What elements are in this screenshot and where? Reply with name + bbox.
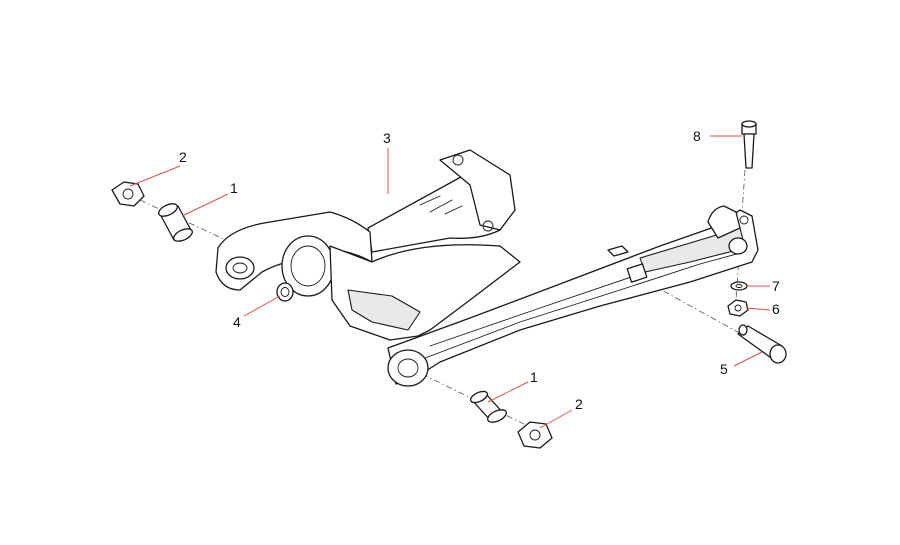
nut-lower-bore [529, 429, 541, 441]
left-pivot-eye [225, 256, 255, 280]
right-arm-ridge [419, 251, 745, 361]
bushing-upper [158, 203, 193, 242]
nut-lower [517, 421, 553, 449]
nut-small-bore [734, 304, 742, 312]
nut-small-body [727, 299, 749, 317]
callout-1b: 1 [530, 369, 538, 385]
callout-5: 5 [720, 361, 728, 377]
chain-guide-tab [607, 245, 629, 257]
leader-2a [129, 165, 181, 187]
callout-2a: 2 [179, 149, 187, 165]
right-pivot-eye [387, 349, 429, 387]
bushing-upper-end [158, 203, 178, 217]
leader-1a [181, 193, 229, 217]
cross-tube-hatching [419, 195, 463, 215]
washer-small [730, 281, 748, 291]
washer-left-bore [280, 287, 290, 297]
bushing-lower [469, 390, 507, 423]
bushing-lower-end [469, 390, 489, 404]
leader-4 [243, 295, 281, 317]
callout-leaders [129, 135, 771, 429]
callout-8: 8 [693, 128, 701, 144]
rear-mount-lug [707, 205, 741, 239]
left-pivot-bore [232, 262, 248, 274]
screw-top [741, 120, 757, 169]
washer-small-body [730, 281, 748, 291]
pin-rear-head [769, 344, 787, 364]
bushing-upper-flange [173, 228, 193, 242]
nut-upper-left-body [111, 181, 145, 207]
callout-7: 7 [772, 278, 780, 294]
washer-left-body [276, 282, 294, 302]
callout-6: 6 [772, 301, 780, 317]
right-pivot-bore [397, 358, 419, 378]
pin-rear [737, 324, 787, 364]
main-body-shading [347, 289, 421, 331]
leader-2b [539, 409, 573, 429]
screw-top-shank [743, 133, 755, 169]
upper-mount-bracket [439, 149, 516, 231]
nut-lower-body [517, 421, 553, 449]
leader-1b [487, 381, 529, 403]
rear-axle-eye [728, 237, 748, 255]
screw-axis [735, 169, 746, 301]
axle-slider-block [626, 263, 648, 283]
nut-small [727, 299, 749, 317]
bushing-lower-flange [487, 409, 507, 423]
upper-mount-hole-a [452, 154, 464, 166]
swingarm-part [215, 149, 759, 387]
callout-2b: 2 [575, 396, 583, 412]
upper-mount-hole-b [482, 220, 494, 232]
washer-small-bore [735, 284, 743, 288]
callout-labels: 2 1 3 4 1 2 5 6 7 8 [179, 128, 780, 412]
rear-mount-hole [739, 215, 749, 225]
pin-rear-tip [738, 324, 748, 336]
central-pivot-bore [290, 245, 326, 287]
leader-5 [733, 351, 763, 367]
callout-3: 3 [383, 130, 391, 146]
leader-6 [745, 307, 771, 311]
nut-upper-left-bore [122, 188, 134, 200]
callout-4: 4 [233, 314, 241, 330]
screw-top-head-face [741, 120, 757, 128]
nut-upper-left [111, 181, 145, 207]
callout-1a: 1 [230, 180, 238, 196]
washer-left [276, 282, 294, 302]
